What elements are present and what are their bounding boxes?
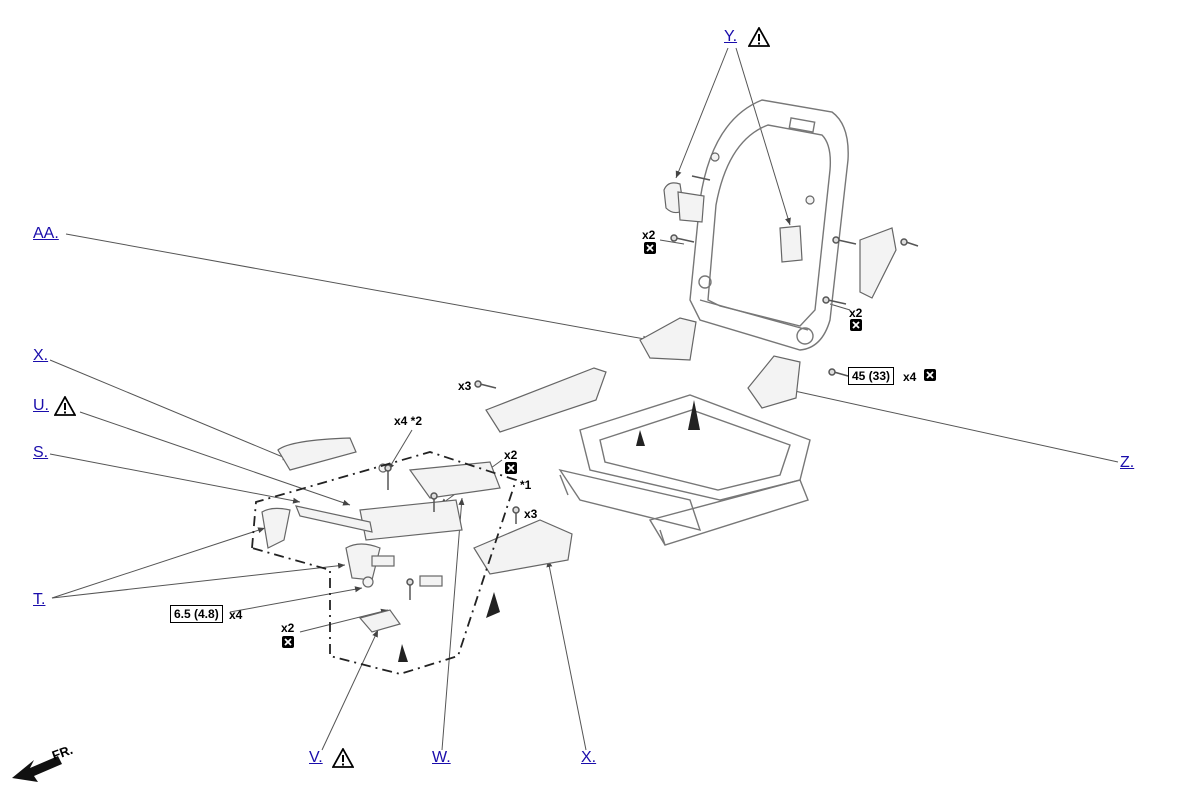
qty-x4-torque-left: x4 (229, 608, 243, 622)
note-1: *1 (520, 478, 532, 492)
callout-w[interactable]: W. (432, 749, 451, 766)
part-t-right (345, 543, 381, 581)
torque-spec-right: 45 (33) (848, 367, 895, 385)
leader-lines (49, 47, 1119, 751)
callout-x-left[interactable]: X. (33, 347, 49, 364)
part-v-motor (358, 609, 401, 633)
callout-u[interactable]: U. (33, 397, 49, 414)
part-z-cover (747, 355, 801, 409)
fasteners (384, 175, 919, 600)
callout-aa[interactable]: AA. (33, 225, 59, 242)
qty-x2-top-left: x2 (642, 228, 656, 242)
part-s-bar (295, 505, 373, 533)
callout-y[interactable]: Y. (724, 28, 738, 45)
callout-z[interactable]: Z. (1120, 454, 1135, 471)
no-reuse-icon (924, 369, 936, 381)
side-shield-back (859, 227, 897, 299)
no-reuse-icon (505, 462, 517, 474)
torque-spec-left: 6.5 (4.8) (170, 605, 223, 623)
direction-arrows (398, 400, 700, 662)
warning-triangle-icon (748, 27, 770, 47)
qty-x4-torque-right: x4 (903, 370, 917, 384)
callout-t[interactable]: T. (33, 591, 46, 608)
callout-v[interactable]: V. (309, 749, 323, 766)
part-w-plate (408, 461, 501, 499)
seat-parts (261, 152, 897, 633)
warning-triangle-icon (54, 396, 76, 416)
warning-triangle-icon (332, 748, 354, 768)
part-t-left (261, 507, 291, 549)
callout-s[interactable]: S. (33, 444, 49, 461)
qty-x3-middle: x3 (524, 507, 538, 521)
part-x-shield (473, 519, 573, 575)
no-reuse-icon (850, 319, 862, 331)
part-aa-cover (639, 317, 697, 361)
qty-x3-left: x3 (458, 379, 472, 393)
inner-shield (485, 367, 607, 433)
front-arrow-icon (12, 756, 62, 782)
qty-x4-note: x4 *2 (394, 414, 423, 428)
part-y-right (779, 225, 803, 263)
seatback-frame (689, 99, 849, 351)
callout-x-bottom[interactable]: X. (581, 749, 597, 766)
qty-x2-middle: x2 (504, 448, 518, 462)
qty-x2-top-right: x2 (849, 306, 863, 320)
part-u-switch (359, 499, 463, 541)
no-reuse-icon (282, 636, 294, 648)
no-reuse-icon (644, 242, 656, 254)
part-x-left (277, 437, 357, 471)
qty-x2-bottom-left: x2 (281, 621, 295, 635)
seat-cushion-frame (558, 394, 811, 546)
